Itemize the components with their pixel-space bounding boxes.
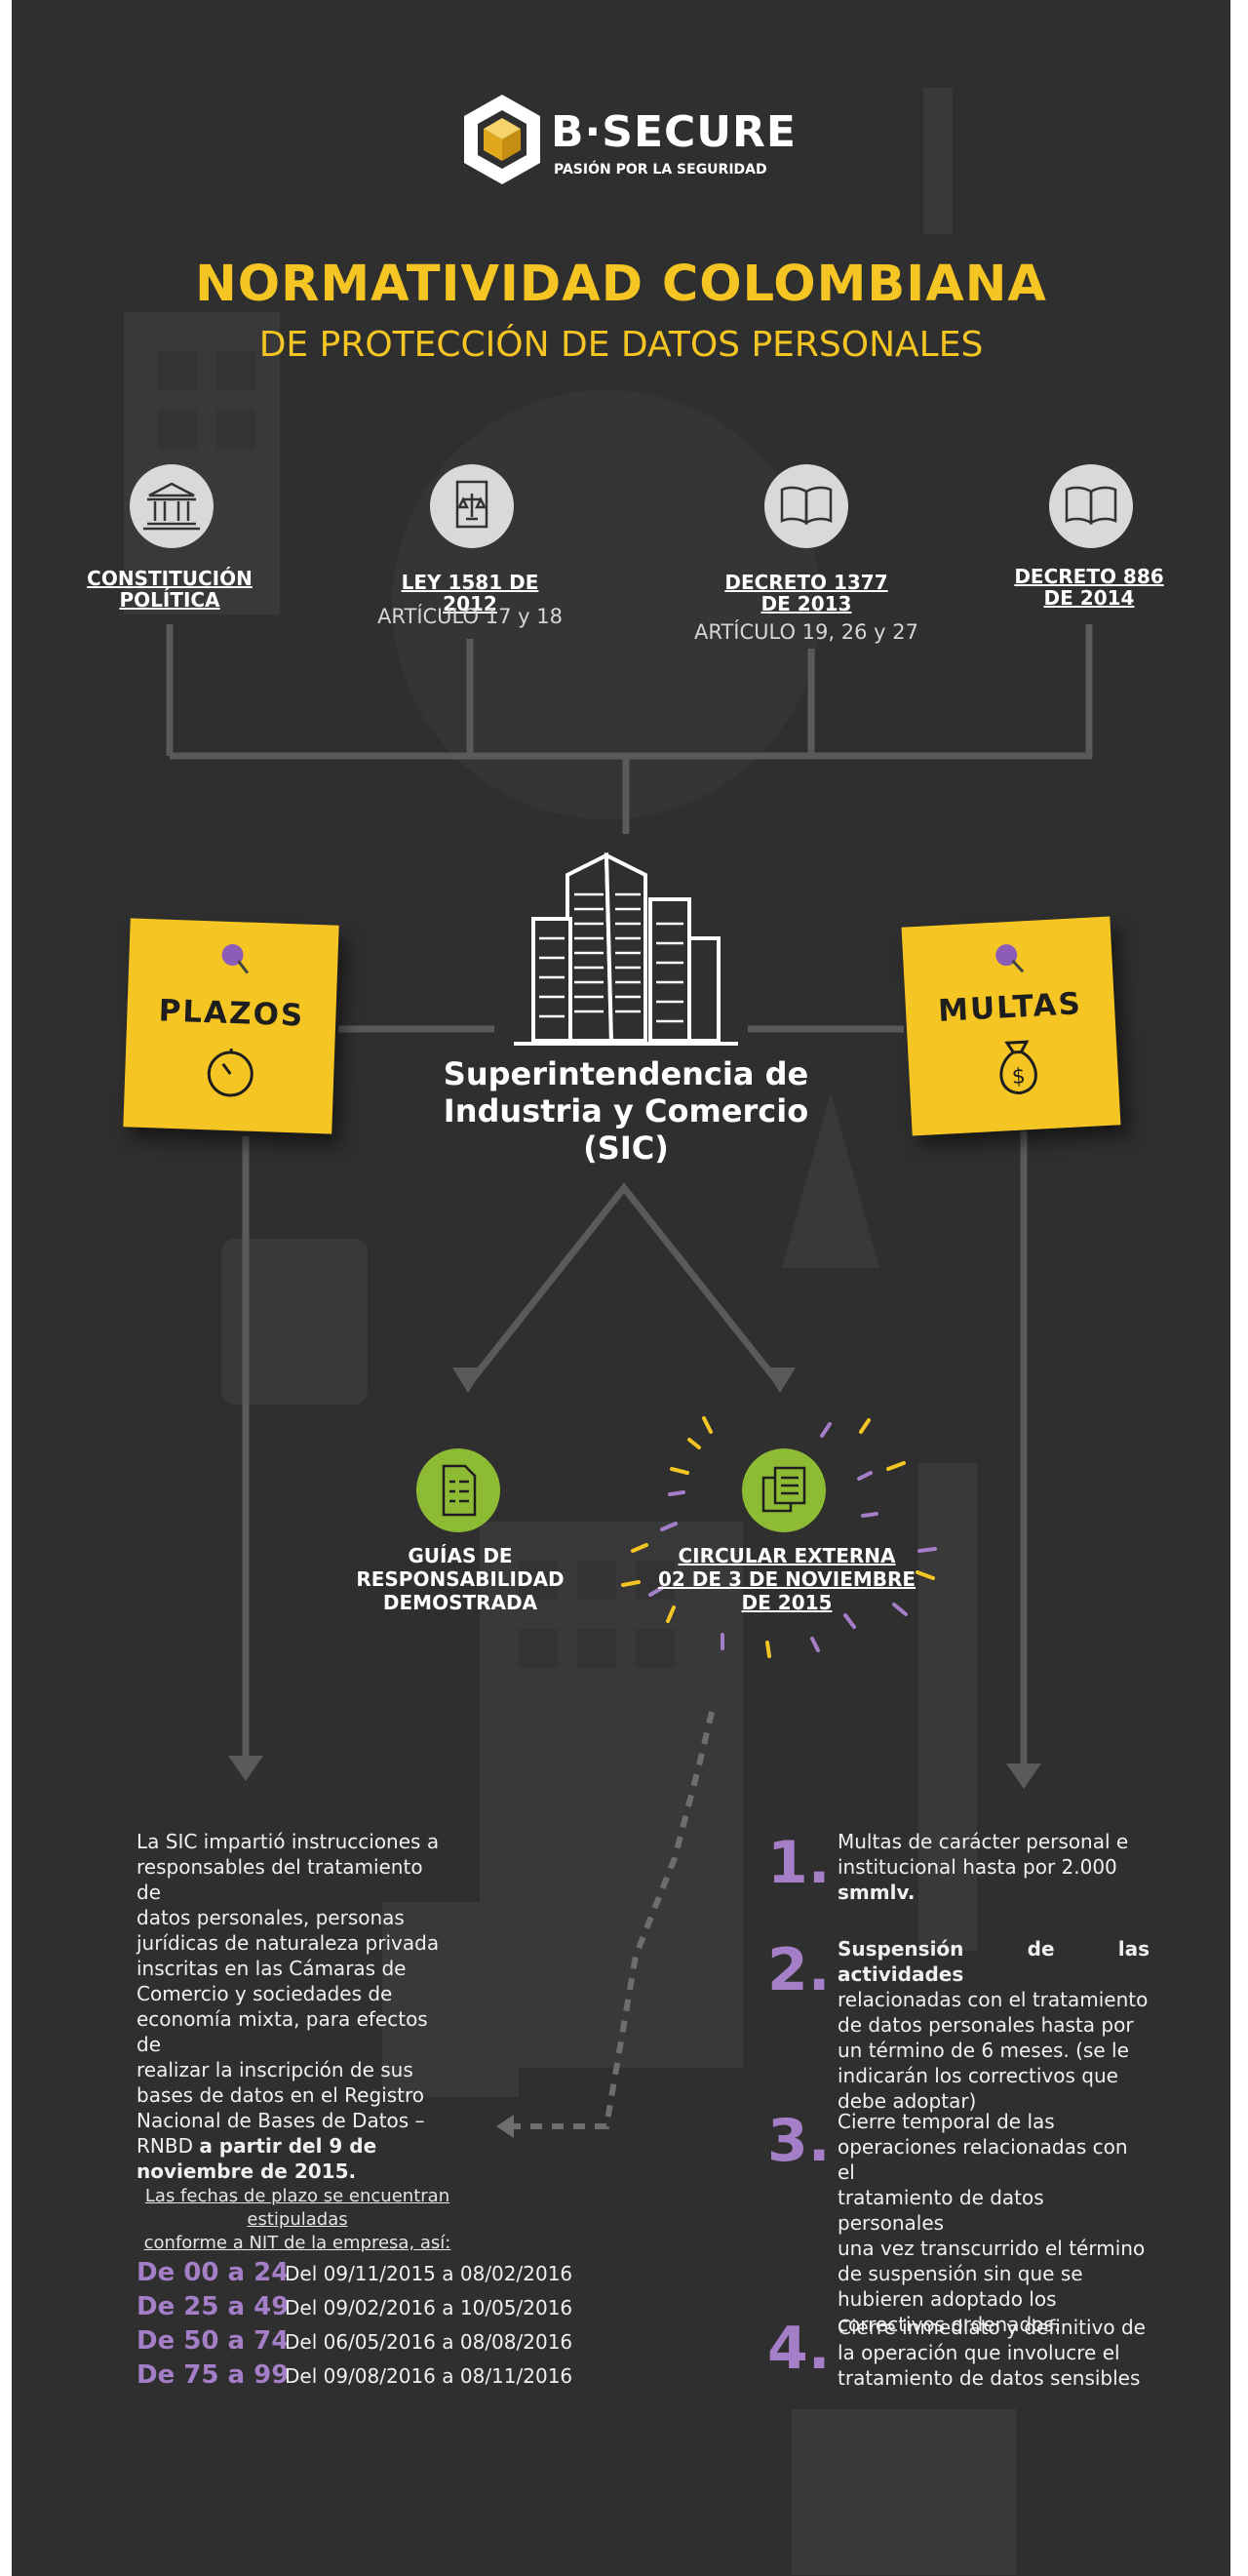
guias-label: GUÍAS DE RESPONSABILIDAD DEMOSTRADA	[356, 1544, 565, 1614]
sunburst-decoration	[621, 1416, 937, 1658]
brand-tagline: PASIÓN POR LA SEGURIDAD	[554, 162, 767, 178]
connector-lines	[166, 624, 1093, 2138]
multa-number-1: 1.	[767, 1829, 831, 1897]
circular-label: CIRCULAR EXTERNA 02 DE 3 DE NOVIEMBRE DE…	[657, 1544, 916, 1614]
ley-circle	[430, 464, 514, 548]
multa-number-4: 4.	[767, 2315, 831, 2383]
open-book-icon	[780, 486, 833, 526]
guias-circle	[416, 1448, 500, 1532]
law-decreto-1377-label: DECRETO 1377 DE 2013	[724, 571, 888, 615]
background-silhouettes	[124, 88, 1016, 2575]
fechas-row: De 00 a 24Del 09/11/2015 a 08/02/2016	[136, 2258, 573, 2287]
multa-number-3: 3.	[767, 2107, 831, 2175]
multa-text-2: Suspensión de las actividades relacionad…	[838, 1937, 1150, 2113]
law-document-icon	[455, 480, 488, 529]
plazos-note: PLAZOS	[123, 918, 339, 1134]
multa-number-2: 2.	[767, 1936, 831, 2004]
multa-text-4: Cierre inmediato y definitivo de la oper…	[838, 2316, 1146, 2390]
fechas-table: De 00 a 24Del 09/11/2015 a 08/02/2016 De…	[136, 2258, 572, 2395]
multa-text-3: Cierre temporal de las operaciones relac…	[838, 2110, 1146, 2336]
courthouse-icon	[143, 482, 200, 531]
law-ley-1581-label: LEY 1581 DE 2012	[401, 571, 539, 615]
circular-circle	[742, 1448, 826, 1532]
fechas-row: De 50 a 74Del 06/05/2016 a 08/08/2016	[136, 2326, 573, 2356]
documents-icon	[761, 1466, 806, 1513]
law-decreto-1377-articles: ARTÍCULO 19, 26 y 27	[694, 620, 918, 644]
open-book-icon	[1065, 486, 1117, 526]
bsecure-logo-icon	[464, 95, 540, 184]
law-ley-1581-articles: ARTÍCULO 17 y 18	[377, 605, 563, 628]
page-subtitle: DE PROTECCIÓN DE DATOS PERSONALES	[258, 325, 984, 365]
fechas-row: De 75 a 99Del 09/08/2016 a 08/11/2016	[136, 2360, 573, 2390]
multas-title: MULTAS	[937, 986, 1083, 1029]
fechas-row: De 25 a 49Del 09/02/2016 a 10/05/2016	[136, 2292, 573, 2321]
brand-name: B·SECURE	[551, 107, 797, 157]
law-constitucion-label: CONSTITUCIÓN POLÍTICA	[87, 567, 253, 612]
pushpin-icon	[995, 944, 1025, 973]
buildings-icon	[514, 852, 738, 1046]
decreto-1377-circle	[764, 464, 848, 548]
pushpin-icon	[221, 944, 250, 974]
page-title: NORMATIVIDAD COLOMBIANA	[12, 256, 1230, 313]
plazos-title: PLAZOS	[158, 993, 305, 1034]
stopwatch-icon	[207, 1048, 254, 1097]
title-word-1: NORMATIVIDAD	[195, 256, 644, 313]
multas-note: MULTAS $	[901, 916, 1121, 1136]
infographic: B·SECURE PASIÓN POR LA SEGURIDAD NORMATI…	[12, 0, 1230, 2576]
multa-text-1: Multas de carácter personal e institucio…	[838, 1830, 1129, 1904]
sic-title: Superintendencia de Industria y Comercio…	[443, 1055, 809, 1167]
money-bag-icon: $	[999, 1040, 1037, 1095]
fechas-intro: Las fechas de plazo se encuentran estipu…	[143, 2186, 451, 2253]
constitucion-circle	[130, 464, 214, 548]
title-word-2: COLOMBIANA	[661, 256, 1047, 313]
plazos-paragraph: La SIC impartió instrucciones a responsa…	[136, 1830, 440, 2183]
document-checklist-icon	[442, 1464, 477, 1517]
law-decreto-886-label: DECRETO 886 DE 2014	[1014, 565, 1164, 610]
svg-text:$: $	[1011, 1064, 1026, 1090]
decreto-886-circle	[1049, 464, 1133, 548]
